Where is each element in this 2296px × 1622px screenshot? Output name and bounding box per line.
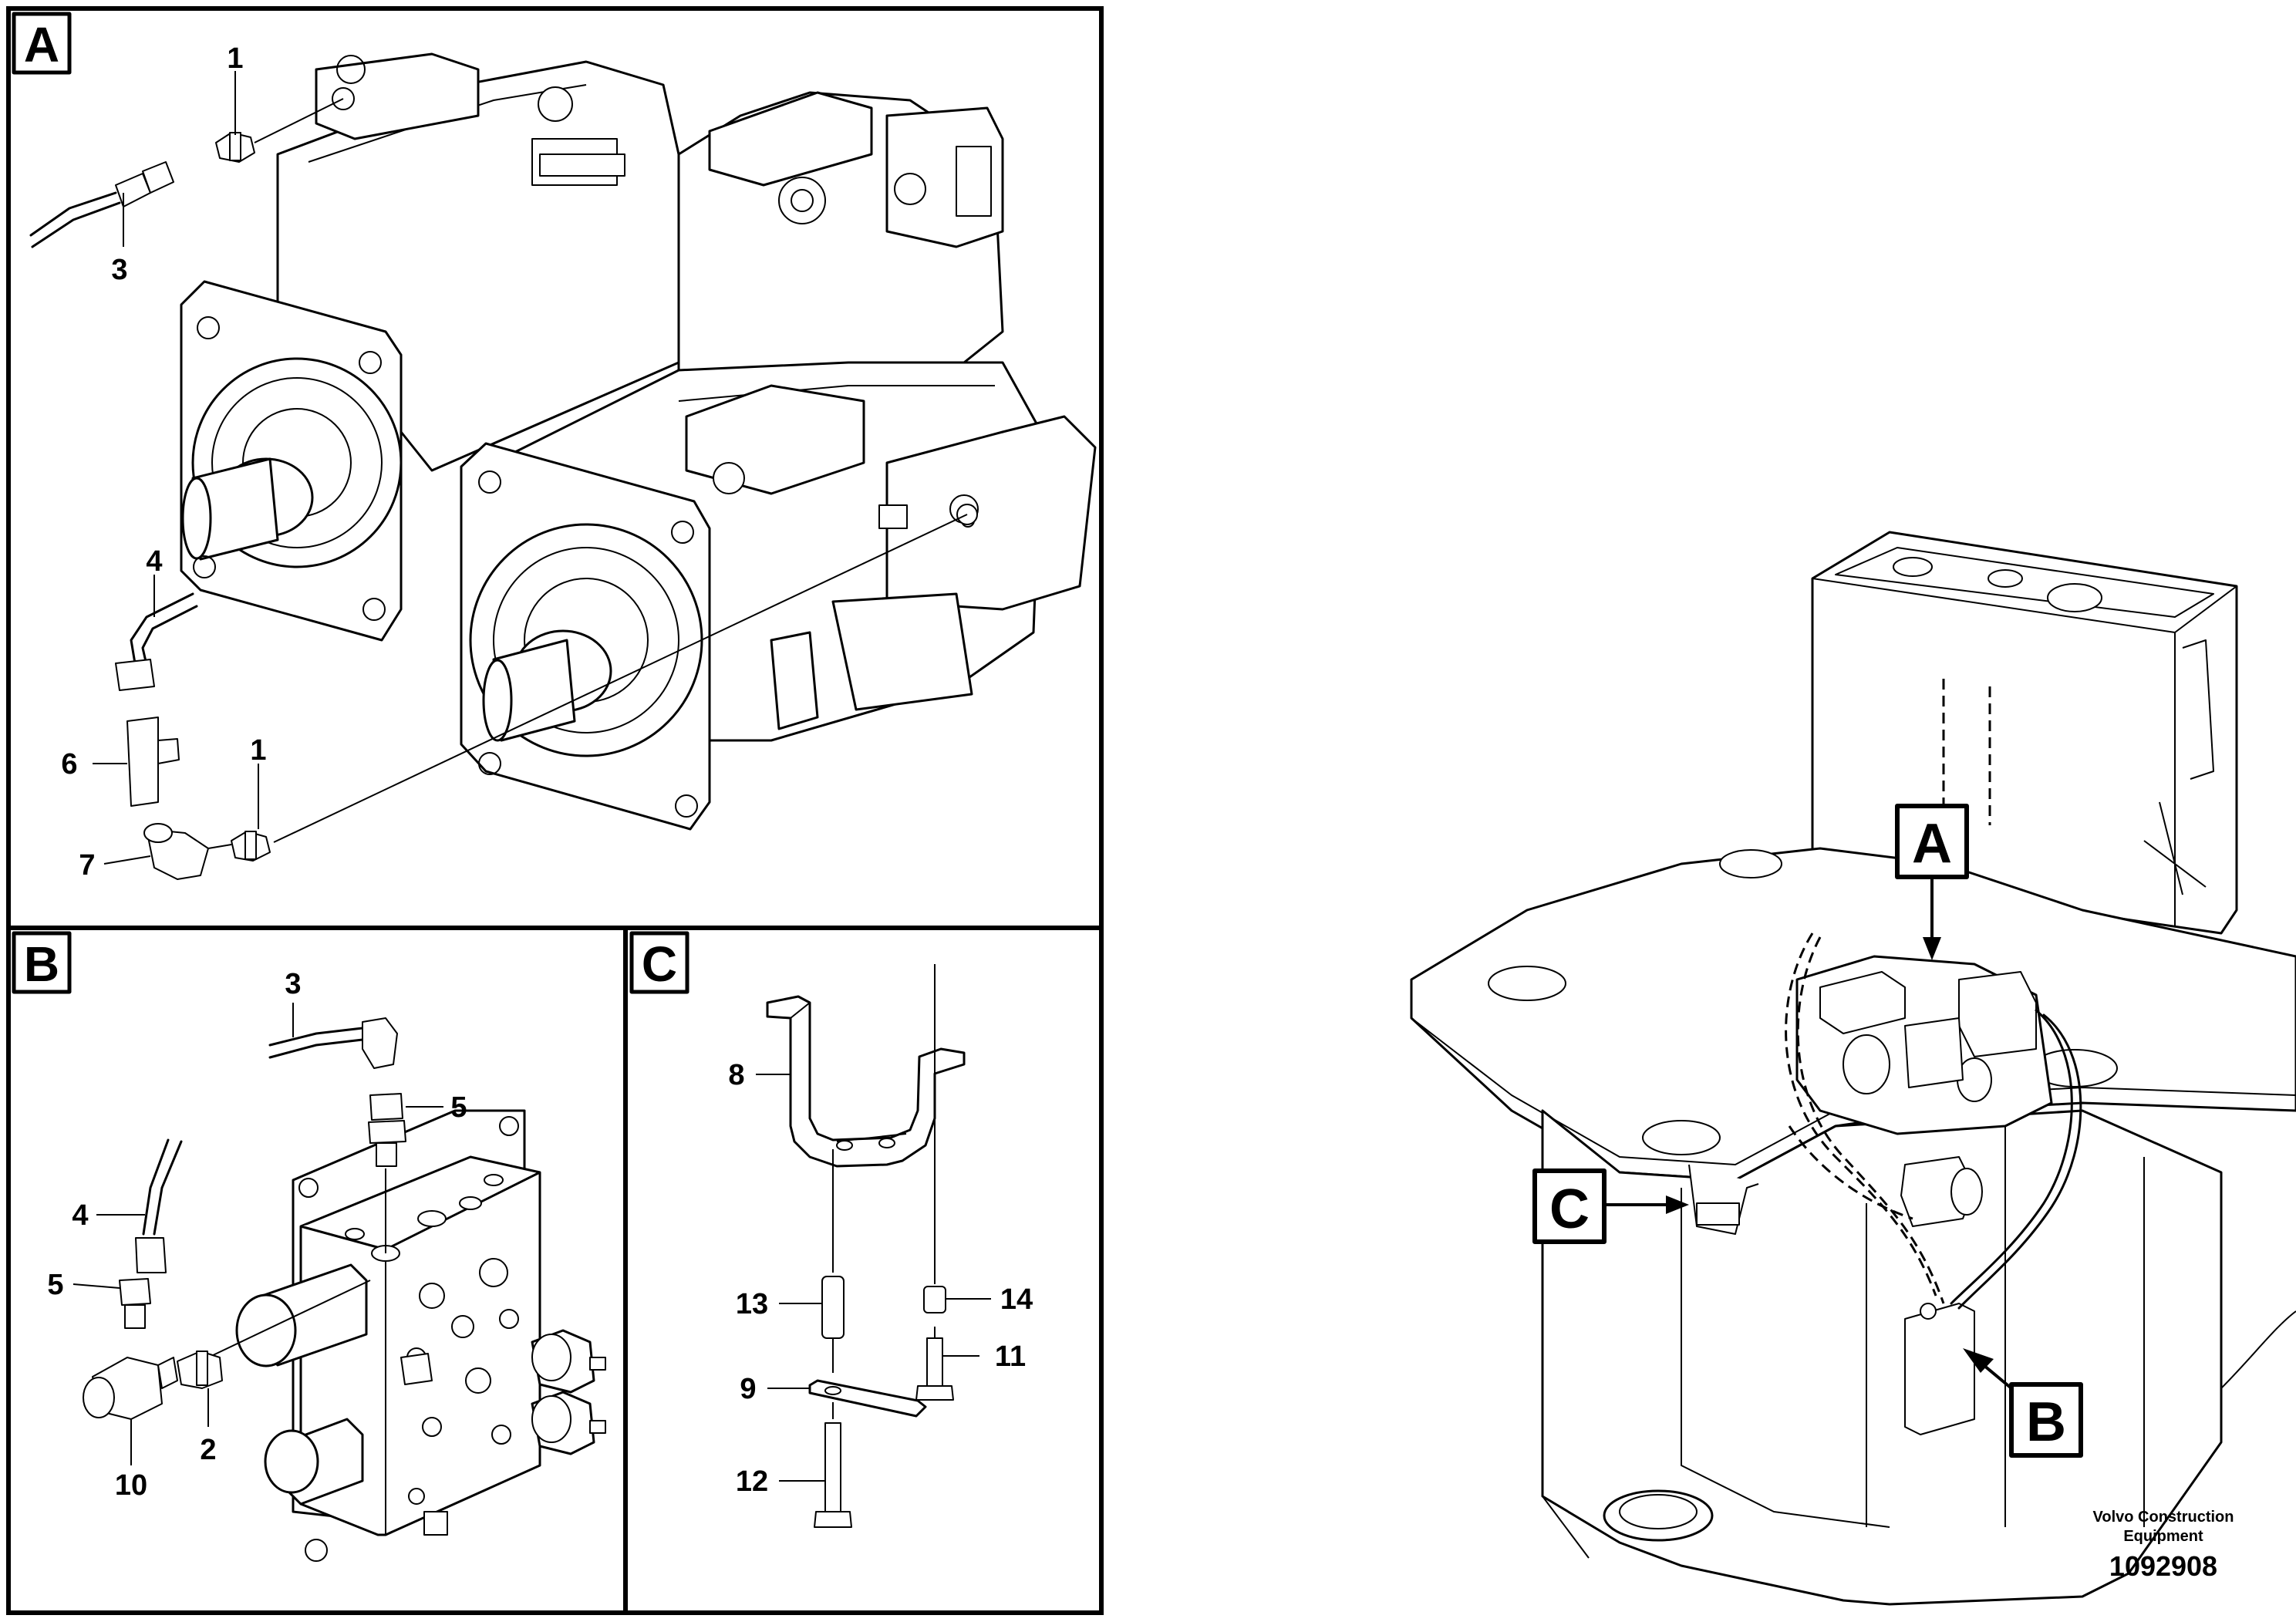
panel-a-callouts: 1 3 4 6 1 7 [61, 42, 266, 882]
document-number: 1092908 [2109, 1550, 2217, 1582]
panel-b-hose-fittings [83, 1017, 406, 1420]
overview-label-b: B [1963, 1348, 2083, 1458]
panel-a-letter: A [24, 17, 59, 73]
panel-a-pump-drawing [180, 52, 1097, 831]
callout-b-4: 4 [72, 1199, 88, 1232]
panel-a-hose-fittings [29, 98, 968, 880]
callout-c-9: 9 [740, 1373, 756, 1405]
panel-c-frame [623, 926, 1104, 1615]
callout-c-11: 11 [995, 1340, 1026, 1373]
overview-letter-c: C [1549, 1179, 1590, 1240]
callout-a-7: 7 [79, 849, 95, 882]
callout-b-3: 3 [285, 968, 301, 1000]
panel-c-bracket-drawing [766, 964, 966, 1528]
overview-machine-drawing [1410, 531, 2296, 1606]
callout-c-12: 12 [736, 1465, 768, 1498]
overview-letter-b: B [2026, 1391, 2066, 1453]
callout-a-1: 1 [227, 42, 243, 75]
credit-line-1: Volvo Construction [2093, 1509, 2234, 1526]
credit-block: Volvo Construction Equipment 1092908 [2093, 1509, 2234, 1582]
callout-b-2: 2 [200, 1434, 216, 1466]
callout-a-1-lower: 1 [250, 734, 266, 767]
callout-b-5-upper: 5 [450, 1091, 467, 1124]
panel-b-letter: B [24, 936, 59, 992]
callout-b-5-lower: 5 [47, 1269, 63, 1301]
panel-b-valve-drawing [235, 1109, 606, 1562]
panel-c-callouts: 8 13 14 9 11 12 [728, 1059, 1033, 1498]
panel-c-label: C [629, 931, 689, 994]
panel-frames [6, 6, 1104, 1615]
panel-b-callouts: 3 5 4 5 2 10 [47, 968, 467, 1502]
overview-label-c: C [1532, 1168, 1689, 1244]
callout-a-3: 3 [111, 254, 127, 286]
panel-a-label: A [12, 12, 72, 75]
callout-b-10: 10 [115, 1469, 147, 1502]
callout-c-8: 8 [728, 1059, 744, 1091]
overview-label-a: A [1895, 804, 1969, 960]
callout-a-6: 6 [61, 748, 77, 781]
panel-b-label: B [12, 931, 72, 994]
callout-c-13: 13 [736, 1288, 768, 1320]
callout-a-4: 4 [146, 545, 162, 578]
panel-c-letter: C [642, 936, 677, 992]
overview-letter-a: A [1912, 813, 1952, 875]
credit-line-2: Equipment [2123, 1528, 2203, 1545]
callout-c-14: 14 [1000, 1283, 1033, 1316]
